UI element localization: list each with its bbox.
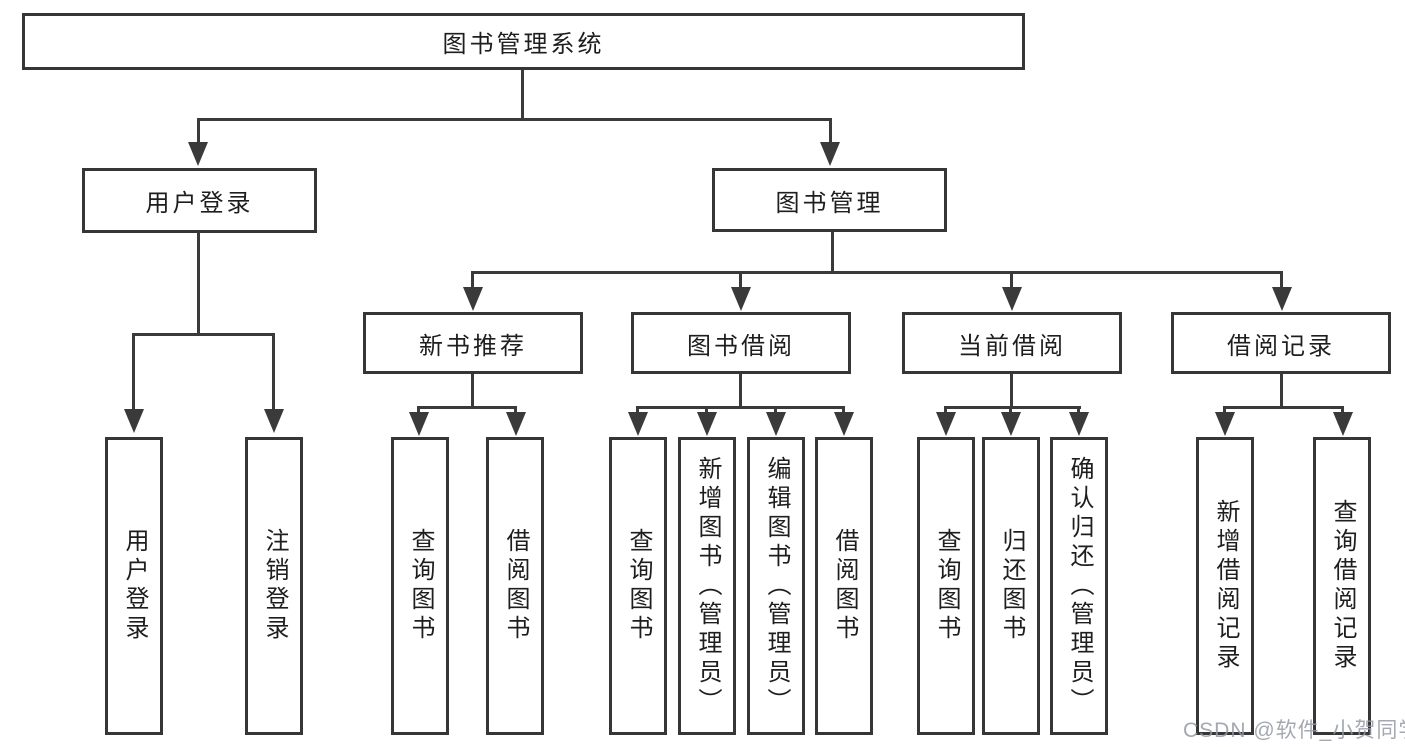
leaf-confirm-return-admin: 确认归还（管理员） (1050, 437, 1108, 735)
leaf-query-books-1-label: 查询图书 (407, 528, 434, 644)
leaf-user-login-label: 用户登录 (121, 528, 148, 644)
arrow-down-icon (1001, 412, 1021, 436)
leaf-add-borrow-record: 新增借阅记录 (1196, 437, 1254, 735)
node-root: 图书管理系统 (22, 13, 1025, 70)
node-current-borrowing: 当前借阅 (902, 312, 1122, 374)
arrow-down-icon (936, 412, 956, 436)
leaf-borrow-books-1: 借阅图书 (486, 437, 544, 735)
connector-line (739, 374, 742, 408)
arrow-down-icon (731, 287, 751, 311)
arrow-down-icon (628, 412, 648, 436)
connector-line (774, 406, 777, 414)
node-book-borrowing-label: 图书借阅 (687, 332, 795, 360)
connector-line (514, 406, 517, 414)
leaf-return-books-label: 归还图书 (998, 528, 1025, 644)
leaf-query-books-3-label: 查询图书 (933, 528, 960, 644)
connector-line (471, 271, 474, 289)
connector-line (1280, 271, 1283, 289)
arrow-down-icon (1333, 412, 1353, 436)
connector-line (831, 232, 834, 274)
node-current-borrowing-label: 当前借阅 (958, 332, 1066, 360)
connector-line (636, 406, 639, 414)
arrow-down-icon (697, 412, 717, 436)
connector-line (1280, 373, 1283, 408)
leaf-query-books-1: 查询图书 (391, 437, 449, 735)
arrow-down-icon (1069, 412, 1089, 436)
leaf-borrow-books-1-label: 借阅图书 (502, 528, 529, 644)
connector-line (132, 333, 135, 411)
arrow-down-icon (188, 142, 208, 166)
node-book-management-label: 图书管理 (775, 189, 884, 217)
leaf-logout-label: 注销登录 (261, 528, 288, 644)
node-root-label: 图书管理系统 (442, 31, 605, 58)
leaf-logout: 注销登录 (245, 437, 303, 735)
connector-line (1010, 271, 1013, 289)
connector-line (842, 406, 845, 414)
connector-line (471, 271, 1283, 274)
connector-line (636, 406, 845, 409)
connector-line (1010, 374, 1013, 408)
arrow-down-icon (1272, 287, 1292, 311)
connector-line (739, 271, 742, 289)
arrow-down-icon (124, 409, 144, 433)
leaf-query-borrow-record-label: 查询借阅记录 (1329, 499, 1356, 673)
arrow-down-icon (766, 412, 786, 436)
node-book-borrowing: 图书借阅 (631, 312, 851, 374)
connector-line (197, 118, 832, 121)
node-borrow-records: 借阅记录 (1171, 312, 1391, 374)
leaf-query-books-3: 查询图书 (917, 437, 975, 735)
leaf-query-borrow-record: 查询借阅记录 (1313, 437, 1371, 735)
connector-line (197, 118, 200, 144)
leaf-add-books-admin-label: 新增图书（管理员） (694, 455, 721, 717)
arrow-down-icon (264, 409, 284, 433)
arrow-down-icon (1002, 287, 1022, 311)
leaf-user-login: 用户登录 (105, 437, 163, 735)
connector-line (1223, 406, 1344, 409)
node-book-management: 图书管理 (712, 168, 947, 232)
node-user-login: 用户登录 (82, 168, 317, 233)
leaf-borrow-books-2-label: 借阅图书 (831, 528, 858, 644)
watermark: CSDN @软件_小贺同学 (1183, 719, 1405, 742)
connector-line (132, 333, 275, 336)
connector-line (521, 70, 524, 118)
connector-line (1223, 406, 1226, 414)
connector-line (417, 406, 420, 414)
connector-line (417, 406, 517, 409)
arrow-down-icon (834, 412, 854, 436)
leaf-add-borrow-record-label: 新增借阅记录 (1212, 499, 1239, 673)
connector-line (471, 374, 474, 408)
connector-line (944, 406, 947, 414)
node-new-book-recommend: 新书推荐 (363, 312, 583, 374)
arrow-down-icon (463, 287, 483, 311)
connector-line (829, 118, 832, 144)
node-user-login-label: 用户登录 (145, 190, 254, 217)
leaf-borrow-books-2: 借阅图书 (815, 437, 873, 735)
arrow-down-icon (820, 142, 840, 166)
arrow-down-icon (409, 412, 429, 436)
connector-line (197, 232, 200, 336)
node-borrow-records-label: 借阅记录 (1227, 332, 1335, 360)
arrow-down-icon (506, 412, 526, 436)
connector-line (1009, 406, 1012, 414)
leaf-add-books-admin: 新增图书（管理员） (678, 437, 736, 735)
connector-line (272, 333, 275, 411)
connector-line (1077, 406, 1080, 414)
leaf-edit-books-admin-label: 编辑图书（管理员） (763, 455, 790, 717)
leaf-edit-books-admin: 编辑图书（管理员） (747, 437, 805, 735)
connector-line (944, 406, 1081, 409)
leaf-query-books-2: 查询图书 (609, 437, 667, 735)
arrow-down-icon (1215, 412, 1235, 436)
connector-line (705, 406, 708, 414)
connector-line (1341, 406, 1344, 414)
leaf-return-books: 归还图书 (982, 437, 1040, 735)
node-new-book-recommend-label: 新书推荐 (419, 332, 527, 360)
leaf-confirm-return-admin-label: 确认归还（管理员） (1066, 455, 1093, 717)
leaf-query-books-2-label: 查询图书 (625, 528, 652, 644)
